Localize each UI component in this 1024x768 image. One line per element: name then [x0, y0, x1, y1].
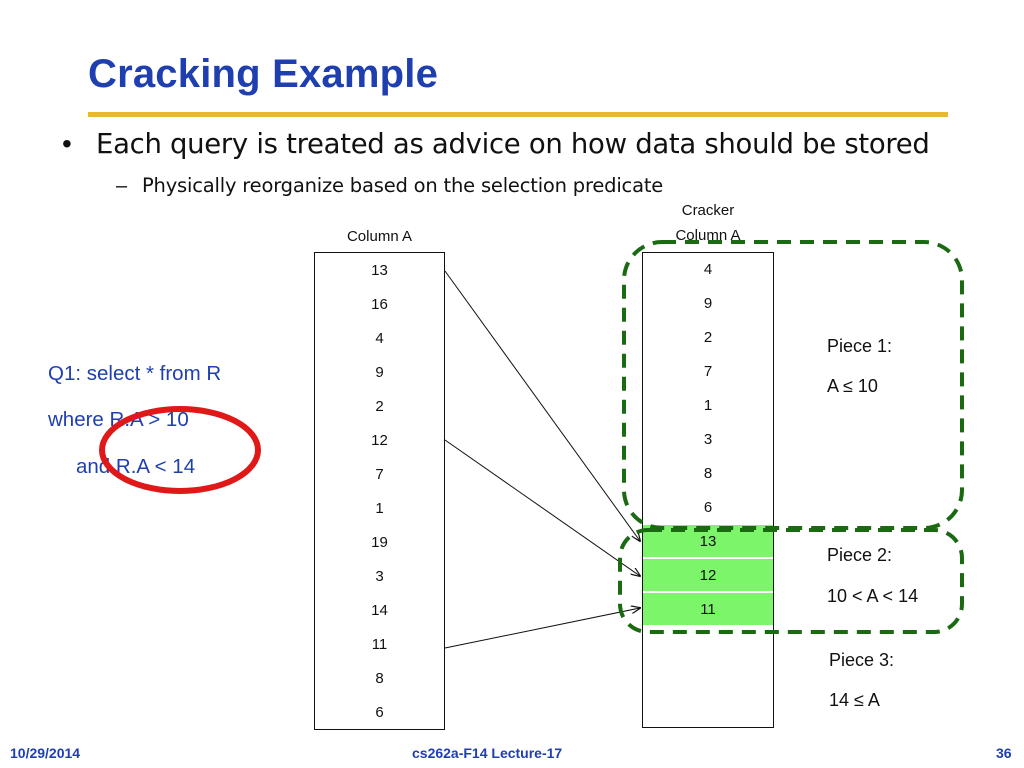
cracker-cell: 3 — [703, 431, 713, 448]
piece-2-range: 10 < A < 14 — [827, 586, 919, 606]
sub-bullet-marker: – — [116, 175, 128, 197]
cracker-cell: 9 — [703, 295, 713, 312]
cracker-highlight — [643, 592, 773, 625]
title-underline — [88, 112, 948, 117]
column-a-cell: 3 — [375, 568, 384, 585]
cracker-cell: 1 — [703, 397, 713, 414]
cracker-header-line1: Cracker — [681, 202, 735, 219]
query-line-1: Q1: select * from R — [48, 362, 222, 385]
column-a-cell: 9 — [375, 364, 384, 381]
column-a-cell: 7 — [375, 466, 384, 483]
cracker-header-line2: Column A — [675, 227, 741, 244]
footer-page-number: 36 — [996, 745, 1012, 761]
column-a-cell: 12 — [371, 432, 388, 449]
piece-2-label: Piece 2: — [827, 545, 893, 565]
piece-3-range: 14 ≤ A — [829, 690, 880, 710]
column-a-header: Column A — [346, 228, 413, 245]
slide-title: Cracking Example — [88, 52, 439, 96]
cracker-highlight — [643, 558, 773, 591]
column-a-cell: 6 — [375, 704, 384, 721]
main-bullet: Each query is treated as advice on how d… — [96, 128, 930, 160]
bullet-marker: • — [62, 128, 72, 159]
column-a-cell: 16 — [371, 296, 388, 313]
footer-date: 10/29/2014 — [10, 745, 81, 761]
cracker-cell: 12 — [699, 567, 717, 584]
comparison-highlight-circle — [99, 406, 261, 494]
column-a-box: 13 16 4 9 2 12 7 1 19 3 14 11 8 6 — [314, 252, 445, 730]
column-a-cell: 4 — [375, 330, 384, 347]
cracker-column-box: 4 9 2 7 1 3 8 6 13 12 11 — [642, 252, 774, 728]
piece-1-label: Piece 1: — [827, 336, 893, 356]
column-a-cell: 19 — [371, 534, 388, 551]
column-a-cell: 8 — [375, 670, 384, 687]
column-a-cell: 11 — [371, 636, 388, 653]
cracker-cell: 11 — [700, 601, 716, 618]
cracker-cell: 2 — [703, 329, 713, 346]
arrow-11 — [444, 608, 640, 649]
column-a-cell: 14 — [371, 602, 388, 619]
piece-3-label: Piece 3: — [829, 650, 895, 670]
column-a-cell: 1 — [375, 500, 384, 517]
column-a-cell: 13 — [371, 262, 388, 279]
piece-1-outline — [622, 240, 964, 530]
column-a-cell: 2 — [375, 398, 384, 415]
cracker-cell: 6 — [703, 499, 713, 516]
arrow-12 — [444, 439, 640, 576]
cracker-cell: 4 — [703, 261, 713, 278]
piece-1-range: A ≤ 10 — [827, 376, 878, 396]
arrow-13 — [444, 270, 640, 541]
cracker-cell: 8 — [703, 465, 713, 482]
sub-bullet: Physically reorganize based on the selec… — [142, 174, 664, 197]
cracker-cell: 13 — [699, 533, 717, 550]
piece-2-outline — [618, 528, 964, 634]
cracker-cell: 7 — [703, 363, 713, 380]
footer-course: cs262a-F14 Lecture-17 — [412, 745, 563, 761]
